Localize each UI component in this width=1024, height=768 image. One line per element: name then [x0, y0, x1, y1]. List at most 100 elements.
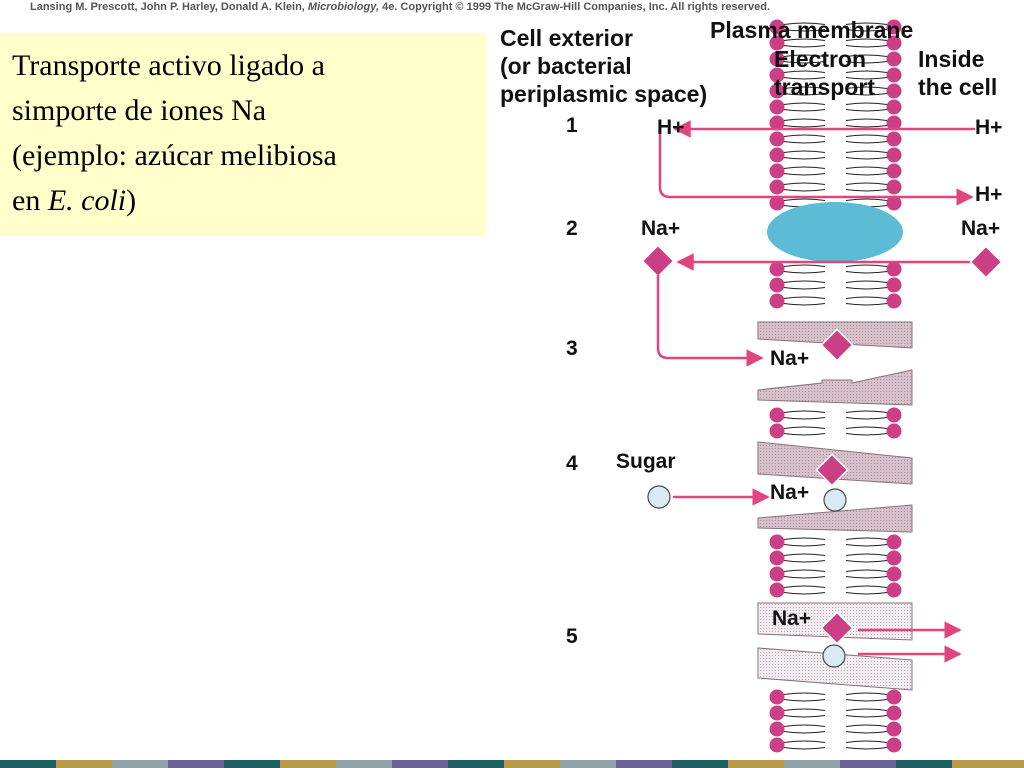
footer-color-block — [56, 760, 112, 768]
lipid-head — [886, 147, 902, 163]
lipid-tail — [783, 724, 826, 727]
lipid-tail — [783, 287, 826, 290]
lipid-tail — [845, 287, 888, 290]
lipid-tail — [845, 38, 888, 41]
lipid-tail — [783, 731, 826, 734]
lipid-tail — [845, 182, 888, 185]
lipid-tail — [845, 77, 888, 80]
sugar-molecule — [647, 485, 671, 509]
header-inside-2: the cell — [918, 74, 998, 100]
lipid-tail — [845, 576, 888, 579]
lipid-head — [886, 582, 902, 598]
footer-color-block — [952, 760, 1024, 768]
lipid-tail — [845, 585, 888, 588]
lipid-tail — [783, 157, 826, 160]
lipid-head — [886, 115, 902, 131]
carrier-step3-bottom — [757, 369, 913, 406]
lipid-head — [886, 293, 902, 309]
lipid-tail — [783, 93, 826, 96]
lipid-tail — [783, 70, 826, 73]
lipid-tail — [845, 592, 888, 595]
header-plasma-membrane: Plasma membrane — [710, 17, 914, 43]
note-organism: E. coli — [47, 184, 127, 217]
lipid-tail — [783, 303, 826, 306]
lipid-tail — [845, 280, 888, 283]
lipid-head — [769, 261, 785, 277]
footer-color-block — [504, 760, 560, 768]
copyright-book: Microbiology, — [307, 1, 380, 13]
lipid-tail — [783, 296, 826, 299]
lipid-tail — [783, 22, 826, 25]
lipid-head — [769, 35, 785, 51]
footer-color-block — [616, 760, 672, 768]
lipid-tail — [845, 692, 888, 695]
header-cell-exterior-2: (or bacterial — [500, 53, 632, 79]
lipid-head — [769, 179, 785, 195]
lipid-head — [886, 179, 902, 195]
lipid-head — [769, 407, 785, 423]
lipid-tail — [845, 173, 888, 176]
footer-color-block — [112, 760, 168, 768]
lipid-tail — [783, 576, 826, 579]
lipid-head — [886, 99, 902, 115]
lipid-tail — [845, 86, 888, 89]
header-cell-exterior-3: periplasmic space) — [500, 81, 708, 107]
lipid-tail — [845, 699, 888, 702]
lipid-tail — [783, 134, 826, 137]
step-number-3: 3 — [566, 337, 578, 360]
lipid-tail — [845, 271, 888, 274]
lipid-head — [769, 689, 785, 705]
footer-color-block — [560, 760, 616, 768]
na-ion-step3 — [820, 328, 854, 362]
lipid-tail — [845, 537, 888, 540]
ion-h-inside-2: H+ — [975, 183, 1003, 206]
lipid-tail — [783, 173, 826, 176]
ion-na-outside: Na+ — [641, 217, 681, 240]
lipid-tail — [845, 141, 888, 144]
footer-color-block — [224, 760, 280, 768]
copyright-rest: 4e. Copyright © 1999 The McGraw-Hill Com… — [382, 1, 770, 13]
lipid-tail — [845, 118, 888, 121]
lipid-tail — [845, 70, 888, 73]
copyright-authors: Lansing M. Prescott, John P. Harley, Don… — [30, 1, 305, 13]
footer-color-block — [840, 760, 896, 768]
na-ion-outside — [641, 244, 675, 278]
footer-color-block — [728, 760, 784, 768]
na-ion-inside — [969, 245, 1003, 279]
note-line-4-prefix: en — [12, 184, 48, 217]
lipid-tail — [783, 61, 826, 64]
lipid-tail — [783, 560, 826, 563]
lipid-tail — [845, 426, 888, 429]
note-line-4: en E. coli) — [12, 178, 474, 223]
lipid-tail — [845, 125, 888, 128]
lipid-tail — [845, 724, 888, 727]
lipid-tail — [783, 166, 826, 169]
lipid-tail — [783, 125, 826, 128]
lipid-tail — [783, 182, 826, 185]
label-sugar: Sugar — [616, 450, 676, 473]
lipid-tail — [845, 150, 888, 153]
lipid-head — [886, 721, 902, 737]
lipid-tail — [783, 585, 826, 588]
lipid-head — [769, 51, 785, 67]
lipid-head — [769, 423, 785, 439]
lipid-head — [886, 566, 902, 582]
header-electron-2: transport — [774, 74, 875, 100]
lipid-head — [769, 19, 785, 35]
lipid-tail — [845, 157, 888, 160]
lipid-tail — [783, 553, 826, 556]
lipid-head — [769, 566, 785, 582]
lipid-head — [769, 582, 785, 598]
lipid-tail — [783, 708, 826, 711]
lipid-tail — [845, 54, 888, 57]
lipid-tail — [845, 731, 888, 734]
note-line-1: Transporte activo ligado a — [12, 49, 325, 82]
lipid-head — [886, 737, 902, 753]
lipid-tail — [845, 747, 888, 750]
lipid-tail — [783, 740, 826, 743]
footer-color-block — [784, 760, 840, 768]
step-number-5: 5 — [566, 625, 578, 648]
lipid-tail — [783, 417, 826, 420]
lipid-tail — [783, 86, 826, 89]
